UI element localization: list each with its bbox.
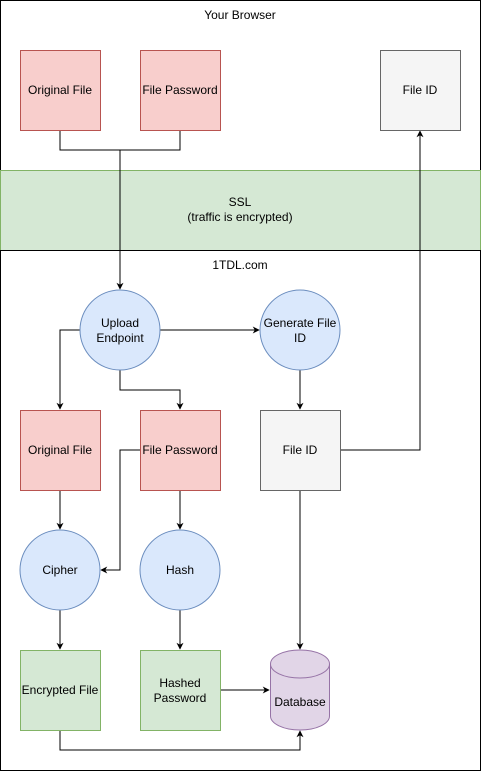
connectors	[56, 130, 424, 751]
edge-file-id-to-browser	[340, 130, 424, 451]
server-file-password-label: File Password	[142, 443, 217, 457]
cipher-node: Cipher	[19, 529, 101, 611]
edge-encrypted-to-database	[59, 730, 304, 751]
generate-file-id-label-line2: ID	[294, 331, 306, 345]
generate-file-id-node: Generate File ID	[259, 289, 341, 371]
generate-file-id-label-line1: Generate File	[264, 316, 337, 330]
server-zone-title: 1TDL.com	[212, 258, 267, 272]
upload-endpoint-label-line2: Endpoint	[96, 331, 144, 345]
edge-original-file-join	[59, 130, 120, 151]
ssl-zone-subtitle: (traffic is encrypted)	[187, 210, 292, 224]
browser-file-password-node: File Password	[140, 50, 221, 131]
hashed-password-node: Hashed Password	[140, 650, 221, 731]
upload-endpoint-node: Upload Endpoint	[79, 289, 161, 371]
browser-file-id-node: File ID	[380, 50, 461, 131]
server-original-file-node: Original File	[20, 410, 101, 491]
edge-upload-to-file-password	[119, 370, 184, 410]
browser-file-password-label: File Password	[142, 83, 217, 97]
cipher-label: Cipher	[42, 563, 77, 577]
database-label: Database	[274, 695, 326, 709]
browser-original-file-node: Original File	[20, 50, 101, 131]
browser-file-id-label: File ID	[403, 83, 438, 97]
edge-file-password-join	[120, 130, 181, 151]
hash-node: Hash	[139, 529, 221, 611]
upload-endpoint-label-line1: Upload	[101, 316, 139, 330]
encrypted-file-label: Encrypted File	[22, 683, 99, 697]
ssl-zone: SSL (traffic is encrypted)	[0, 170, 481, 251]
browser-original-file-label: Original File	[28, 83, 92, 97]
server-file-id-label: File ID	[283, 443, 318, 457]
server-original-file-label: Original File	[28, 443, 92, 457]
edge-upload-to-original-file	[56, 329, 80, 410]
server-file-password-node: File Password	[140, 410, 221, 491]
hashed-password-label-line2: Password	[154, 691, 207, 705]
edge-password-to-cipher	[100, 449, 140, 574]
hash-label: Hash	[166, 563, 194, 577]
hashed-password-label-line1: Hashed	[159, 676, 200, 690]
ssl-zone-title: SSL	[229, 195, 252, 209]
server-file-id-node: File ID	[260, 410, 341, 491]
database-node: Database	[270, 649, 330, 731]
encrypted-file-node: Encrypted File	[20, 650, 101, 731]
browser-zone-title: Your Browser	[204, 8, 276, 22]
